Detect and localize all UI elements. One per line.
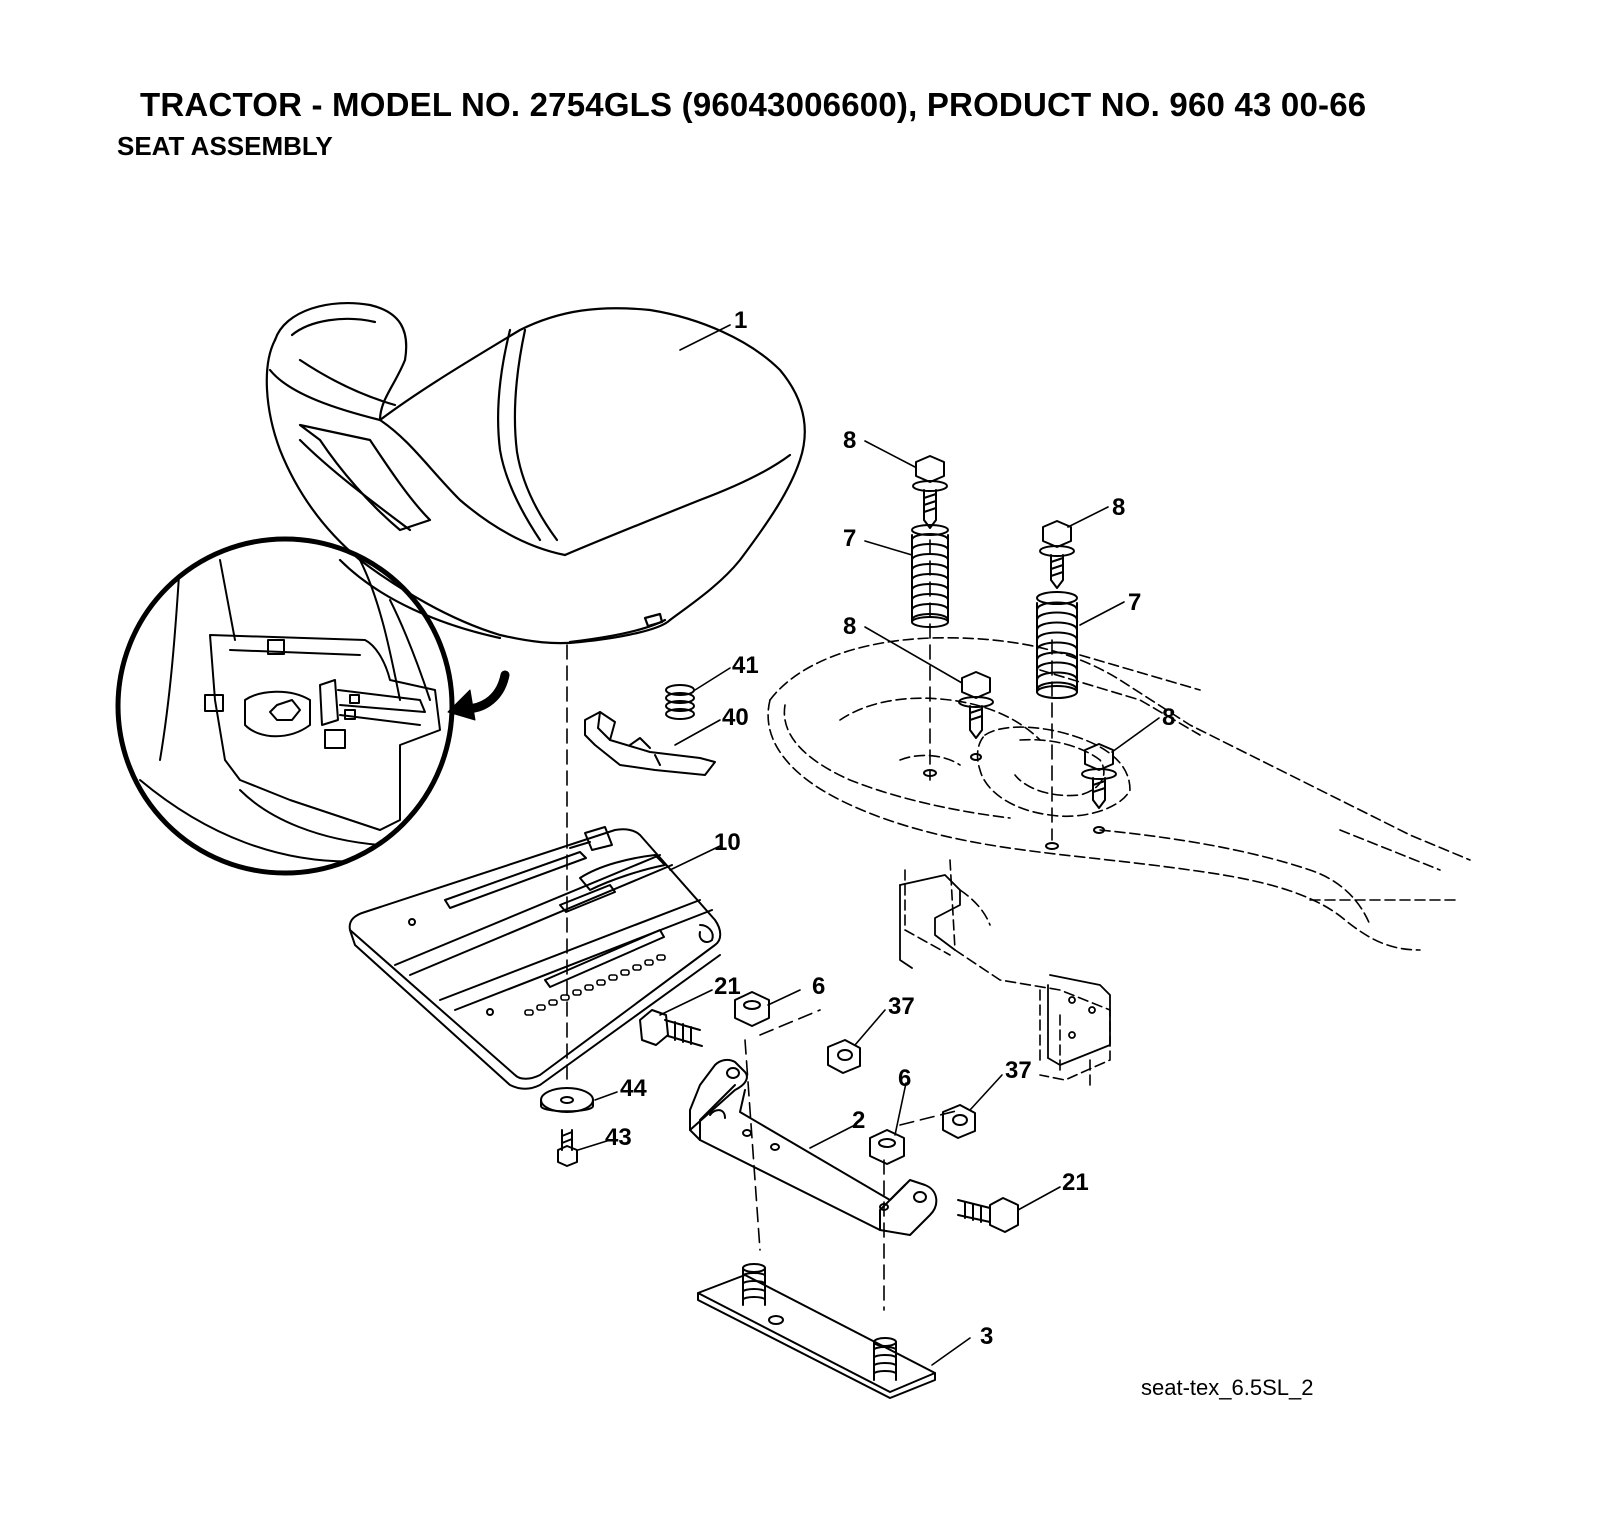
pivot-bolt-upper [639, 1009, 703, 1047]
callout-labels: 1 8 8 8 8 7 7 41 40 10 21 6 37 6 37 2 44… [605, 307, 1175, 1350]
callout-6-lower: 6 [898, 1065, 911, 1092]
callout-7-left: 7 [843, 525, 856, 552]
seat-pan [348, 826, 722, 1090]
callout-44: 44 [620, 1075, 647, 1102]
tractor-frame-outline [767, 636, 1471, 1086]
hex-nut-lower [869, 1129, 905, 1165]
callout-37-lower: 37 [1005, 1057, 1032, 1084]
detail-inset-circle [115, 536, 455, 876]
lock-nut-upper [827, 1039, 861, 1074]
detail-arrow [447, 670, 510, 721]
page-title: TRACTOR - MODEL NO. 2754GLS (96043006600… [140, 86, 1367, 123]
callout-40: 40 [722, 704, 749, 731]
seat-cushion [265, 301, 806, 645]
pivot-bolt-lower [957, 1197, 1019, 1233]
callout-21-lower: 21 [1062, 1169, 1089, 1196]
base-plate-stud-left [742, 1263, 766, 1306]
seat-bracket [689, 1058, 938, 1236]
small-bolt [557, 1129, 578, 1167]
spring-bolt-right [1039, 520, 1075, 589]
small-spring [665, 684, 695, 720]
callout-37-upper: 37 [888, 993, 915, 1020]
callout-10: 10 [714, 829, 741, 856]
callout-41: 41 [732, 652, 759, 679]
spring-bolt-left [912, 455, 948, 529]
frame-bolt-left [923, 671, 994, 777]
leader-lines [577, 324, 1160, 1366]
callout-7-right: 7 [1128, 589, 1141, 616]
callout-8-mid: 8 [843, 613, 856, 640]
diagram-code: seat-tex_6.5SL_2 [1141, 1375, 1314, 1400]
frame-mount-bracket [899, 874, 1111, 1066]
washer [540, 1087, 594, 1113]
seat-pan-adjust-slots [524, 954, 666, 1016]
hex-nut-upper [734, 991, 770, 1027]
callout-43: 43 [605, 1124, 632, 1151]
lock-nut-lower [942, 1104, 976, 1139]
callout-3: 3 [980, 1323, 993, 1350]
callout-6-upper: 6 [812, 973, 825, 1000]
spring-left [911, 524, 949, 628]
callout-8-low: 8 [1162, 704, 1175, 731]
base-plate [697, 1263, 936, 1399]
callout-21-upper: 21 [714, 973, 741, 1000]
frame-bolt-right [1045, 743, 1117, 850]
callout-8-right: 8 [1112, 494, 1125, 521]
callout-1: 1 [734, 307, 747, 334]
page-subtitle: SEAT ASSEMBLY [117, 131, 333, 161]
base-plate-stud-right [873, 1337, 897, 1381]
callout-8-top: 8 [843, 427, 856, 454]
spring-right [1036, 591, 1078, 699]
seat-clip [584, 711, 716, 776]
callout-2: 2 [852, 1107, 865, 1134]
